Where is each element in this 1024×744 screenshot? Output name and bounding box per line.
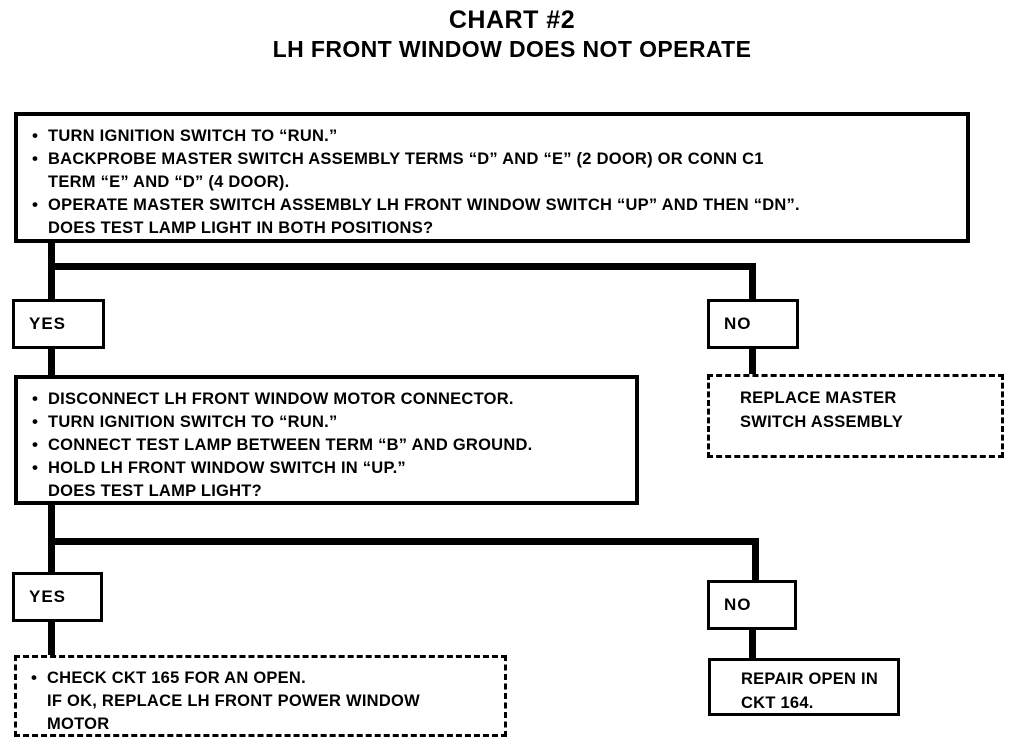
connector-branch1-left-down [48, 263, 55, 303]
step1-line-2: BACKPROBE MASTER SWITCH ASSEMBLY TERMS “… [30, 147, 800, 171]
repair-ckt164-text: REPAIR OPEN IN CKT 164. [711, 661, 886, 722]
branch-yes-1-label: YES [29, 314, 67, 333]
step2-line-4: HOLD LH FRONT WINDOW SWITCH IN “UP.” [30, 456, 533, 480]
step2-text: DISCONNECT LH FRONT WINDOW MOTOR CONNECT… [18, 379, 543, 509]
branch-no-2: NO [707, 580, 797, 630]
check-ckt165-line-1: CHECK CKT 165 FOR AN OPEN. [29, 666, 420, 690]
connector-step1-down [48, 243, 55, 271]
connector-no1-to-replace-master [749, 349, 756, 375]
step2-line-5: DOES TEST LAMP LIGHT? [48, 482, 262, 501]
branch-yes-1: YES [12, 299, 105, 349]
branch-no-1-label: NO [724, 314, 752, 333]
check-ckt165-line-2: IF OK, REPLACE LH FRONT POWER WINDOW [47, 692, 420, 711]
branch-no-1: NO [707, 299, 799, 349]
connector-branch2-horizontal [48, 538, 759, 545]
step1-line-3: TERM “E” AND “D” (4 DOOR). [48, 173, 290, 192]
step2-line-1: DISCONNECT LH FRONT WINDOW MOTOR CONNECT… [30, 387, 533, 411]
repair-ckt164-box: REPAIR OPEN IN CKT 164. [708, 658, 900, 716]
connector-no2-to-repair-ckt164 [749, 630, 756, 660]
page-title: CHART #2 [448, 6, 576, 34]
connector-step2-down [48, 505, 55, 545]
replace-master-switch-text: REPLACE MASTER SWITCH ASSEMBLY [710, 377, 911, 441]
branch-no-2-label: NO [724, 595, 752, 614]
step1-line-1: TURN IGNITION SWITCH TO “RUN.” [30, 124, 800, 148]
step2-line-2: TURN IGNITION SWITCH TO “RUN.” [30, 410, 533, 434]
step1-line-4: OPERATE MASTER SWITCH ASSEMBLY LH FRONT … [30, 193, 800, 217]
check-ckt165-box: CHECK CKT 165 FOR AN OPEN. IF OK, REPLAC… [14, 655, 507, 737]
step2-line-3: CONNECT TEST LAMP BETWEEN TERM “B” AND G… [30, 433, 533, 457]
step1-line-5: DOES TEST LAMP LIGHT IN BOTH POSITIONS? [48, 219, 434, 238]
replace-master-line-1: REPLACE MASTER [740, 389, 897, 407]
connector-branch1-horizontal [48, 263, 756, 270]
branch-yes-2-label: YES [29, 587, 67, 606]
repair-ckt164-line-1: REPAIR OPEN IN [741, 670, 879, 688]
connector-yes2-to-check-ckt165 [48, 622, 55, 656]
repair-ckt164-line-2: CKT 164. [741, 693, 814, 712]
check-ckt165-text: CHECK CKT 165 FOR AN OPEN. IF OK, REPLAC… [17, 658, 430, 742]
connector-branch1-right-down [749, 263, 756, 301]
connector-branch2-left-down [48, 538, 55, 576]
branch-yes-2: YES [12, 572, 103, 622]
step2-test-box: DISCONNECT LH FRONT WINDOW MOTOR CONNECT… [14, 375, 639, 505]
check-ckt165-line-3: MOTOR [47, 715, 110, 734]
step1-test-box: TURN IGNITION SWITCH TO “RUN.” BACKPROBE… [14, 112, 970, 243]
page-subtitle: LH FRONT WINDOW DOES NOT OPERATE [272, 36, 752, 62]
replace-master-line-2: SWITCH ASSEMBLY [740, 412, 903, 431]
replace-master-switch-box: REPLACE MASTER SWITCH ASSEMBLY [707, 374, 1004, 458]
step1-text: TURN IGNITION SWITCH TO “RUN.” BACKPROBE… [18, 116, 810, 246]
connector-yes1-to-step2 [48, 349, 55, 377]
connector-branch2-right-down [752, 538, 759, 582]
